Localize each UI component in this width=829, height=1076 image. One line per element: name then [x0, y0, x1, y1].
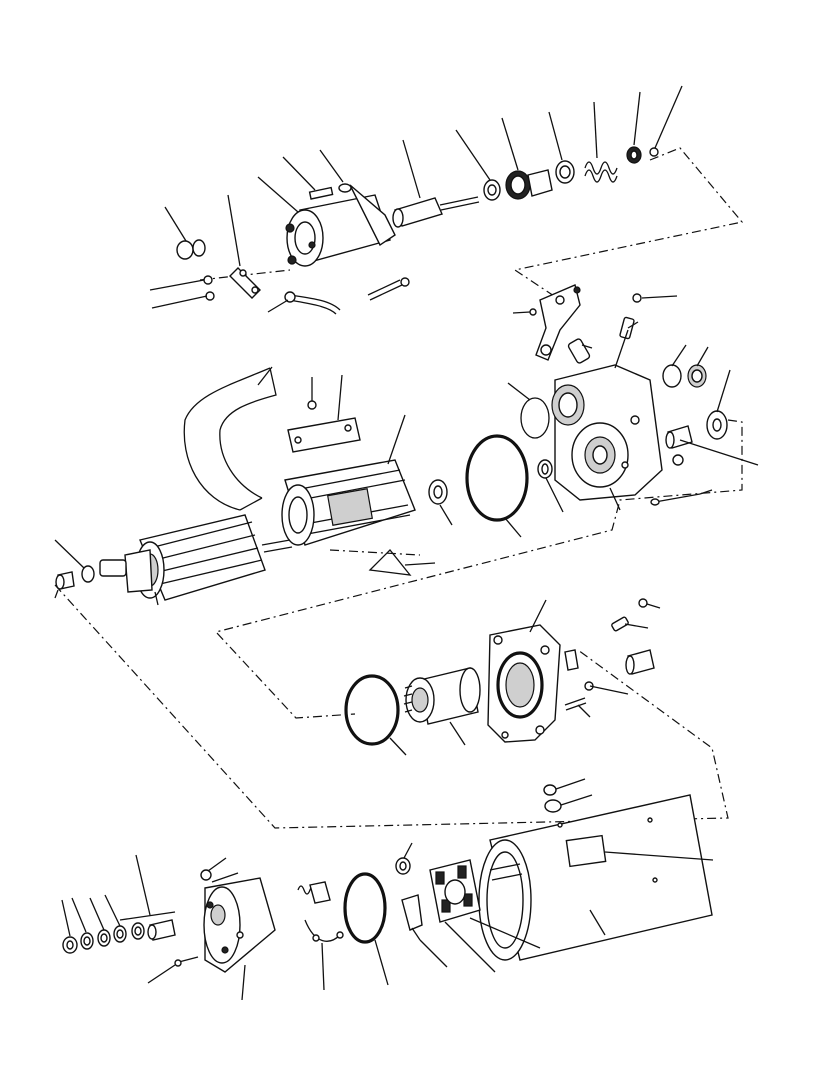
field-insulator-strip — [287, 400, 361, 453]
lead-wire — [284, 277, 410, 315]
intermediate-o-ring — [344, 674, 400, 746]
housing-bushing — [665, 425, 693, 449]
shift-lever — [529, 284, 581, 361]
intermediate-bearing-plate — [487, 624, 561, 743]
solenoid-assembly — [176, 146, 659, 315]
leader-lines — [54, 85, 759, 1001]
yoke-housing — [478, 794, 713, 961]
solenoid-body — [285, 184, 396, 267]
return-spring — [584, 161, 618, 183]
terminal-nut-washer — [176, 239, 206, 260]
armature-field-assembly — [55, 367, 529, 601]
brush-spring — [401, 894, 423, 941]
solenoid-bolt — [308, 186, 334, 200]
drive-end-housing-assembly — [520, 284, 728, 506]
spring-nut — [649, 147, 659, 157]
commutator-end-cover — [203, 877, 276, 973]
plate-pin — [564, 649, 579, 671]
plunger — [392, 196, 480, 228]
plate-bushing — [625, 649, 655, 675]
armature — [99, 514, 293, 601]
intermediate-seal — [537, 459, 553, 479]
end-cover-plug — [200, 869, 212, 881]
housing-thrust-washer — [706, 410, 728, 440]
brake-spring-assembly — [297, 881, 344, 942]
plunger-washer — [483, 179, 501, 201]
housing-seal-rings — [662, 364, 707, 388]
cover-screw — [174, 956, 199, 967]
insulating-tape — [183, 367, 277, 511]
field-thrust-washer — [428, 479, 448, 505]
spring-washer — [626, 146, 642, 164]
brush-holder — [429, 859, 481, 923]
housing-o-ring — [520, 397, 550, 439]
plunger-boot — [505, 169, 553, 200]
commutator-end-assembly — [62, 784, 713, 973]
solenoid-washer — [338, 183, 352, 193]
armature-washer — [81, 565, 95, 583]
yoke-screw-washer — [543, 784, 562, 813]
plunger-ring — [555, 160, 575, 184]
field-coil-assembly — [281, 459, 416, 576]
plate-dowel — [611, 598, 648, 632]
terminal-link — [229, 267, 261, 299]
housing-bolt-top — [619, 293, 642, 340]
brush-nut — [395, 857, 411, 875]
pivot-pin — [567, 338, 591, 364]
armature-bushing — [55, 571, 75, 590]
end-o-ring — [343, 872, 387, 944]
end-bushing-stack — [62, 919, 176, 954]
drive-end-housing — [551, 364, 663, 501]
housing-screw — [650, 493, 701, 506]
intermediate-bearing-assembly — [344, 598, 655, 746]
housing-nut — [672, 454, 684, 466]
drive-pinion-clutch — [403, 667, 481, 725]
large-o-ring — [465, 434, 529, 522]
